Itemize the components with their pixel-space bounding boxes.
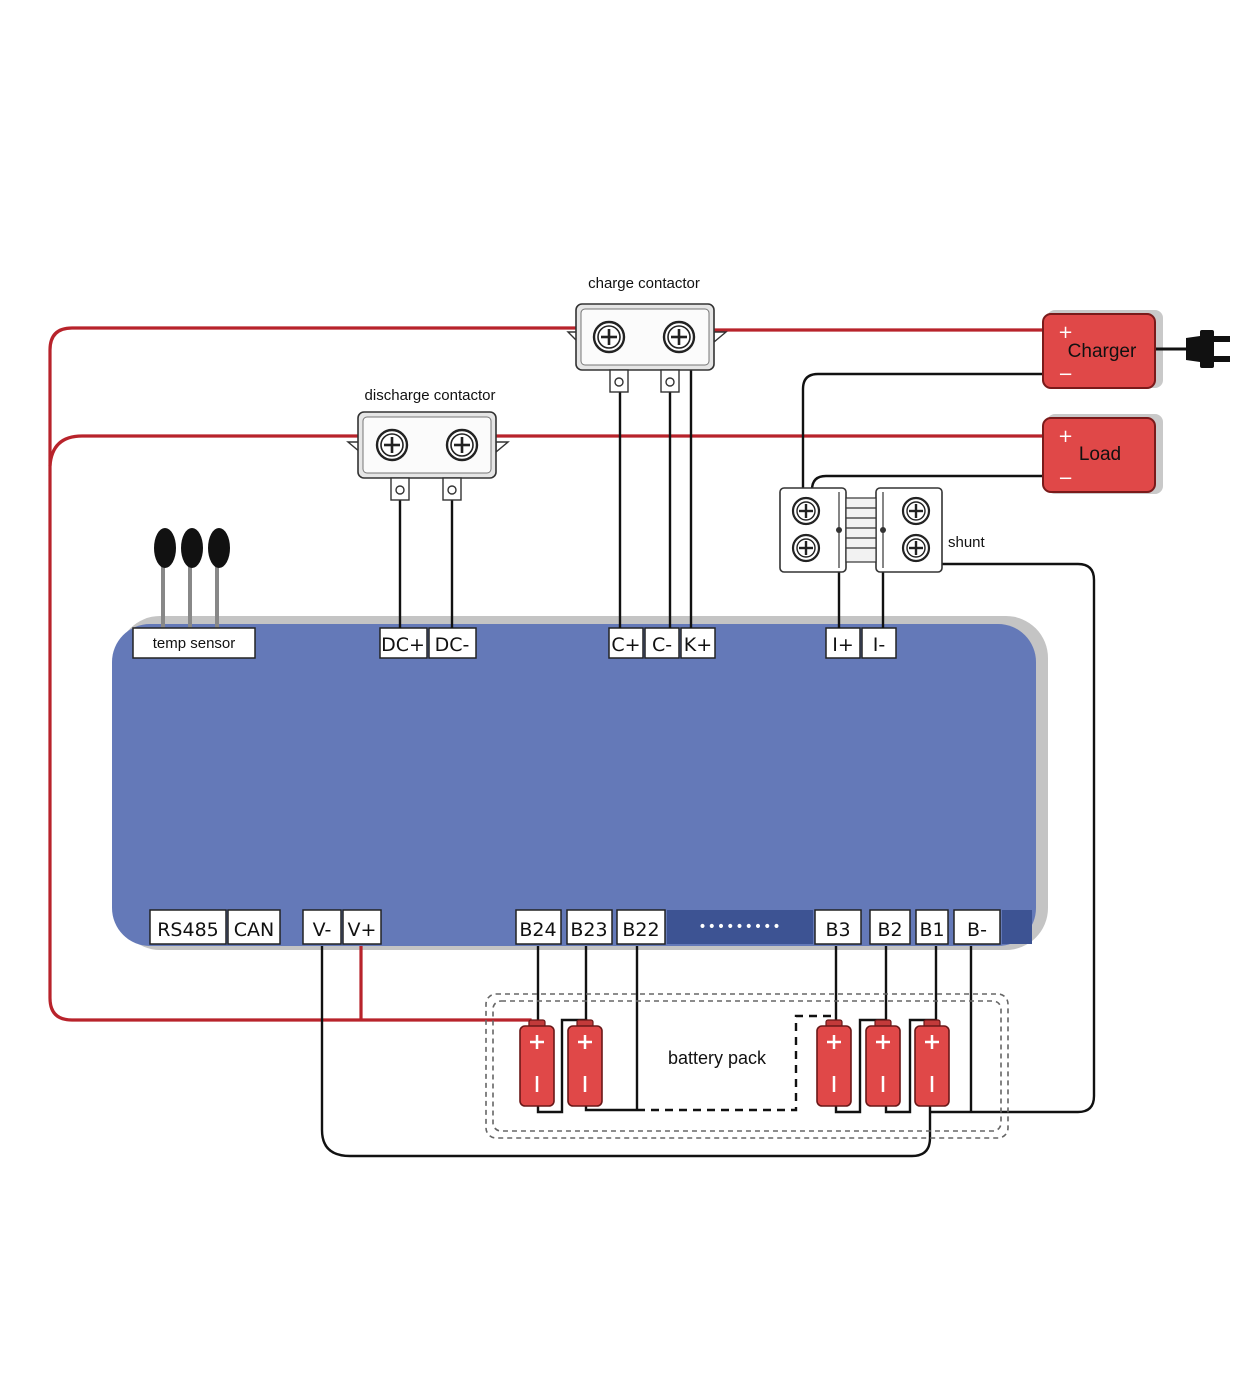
terminal-ellipsis: ••••••••• (698, 919, 781, 935)
battery-cell-icon (518, 1018, 556, 1108)
load-plus-icon: + (1058, 426, 1073, 447)
terminal-screw-icon (592, 320, 626, 354)
discharge-contactor-label: discharge contactor (365, 387, 496, 404)
terminal-b23-label: B23 (570, 919, 607, 941)
terminal-k-plus (680, 627, 716, 659)
terminal-k-plus-label: K+ (684, 634, 712, 656)
load-label: Load (1079, 444, 1121, 465)
terminal-dc-plus (379, 627, 428, 659)
discharge-contactor (346, 411, 510, 501)
battery-pack (485, 993, 1009, 1139)
shunt (779, 487, 943, 573)
terminal-i-minus-label: I- (873, 634, 885, 656)
load: + − Load (1042, 414, 1163, 494)
terminal-i-minus (861, 627, 897, 659)
wire-cell-link (884, 1018, 936, 1114)
terminal-i-plus-label: I+ (832, 634, 854, 656)
charger-body (1042, 313, 1156, 389)
terminal-screw-icon (791, 533, 821, 563)
mains-plug-icon (1156, 330, 1230, 368)
terminal-b2 (869, 909, 911, 945)
wire-cell-link (834, 1018, 886, 1114)
terminal-b1-label: B1 (919, 919, 944, 941)
wire-shunt-to-b-minus (930, 562, 1096, 1114)
battery-pack-label: battery pack (668, 1048, 767, 1068)
terminal-dc-minus-label: DC- (435, 634, 470, 656)
charger-label: Charger (1068, 341, 1137, 362)
terminal-end-strip (1002, 910, 1032, 944)
terminal-b-minus (953, 909, 1001, 945)
terminal-c-plus (608, 627, 644, 659)
terminal-screw-icon (445, 428, 479, 462)
terminal-b3 (814, 909, 862, 945)
terminal-b-minus-label: B- (967, 919, 987, 941)
battery-pack-outline-inner (492, 1000, 1002, 1132)
terminal-b1 (915, 909, 949, 945)
charge-contactor-label: charge contactor (588, 275, 700, 292)
terminal-b24 (515, 909, 562, 945)
terminal-b24-label: B24 (519, 919, 556, 941)
terminal-screw-icon (901, 533, 931, 563)
probe-icon (181, 528, 203, 568)
probe-icon (208, 528, 230, 568)
wire-charger-minus-to-shunt (801, 372, 1048, 500)
terminal-b22 (616, 909, 666, 945)
terminal-rs485 (149, 909, 227, 945)
terminal-b23 (566, 909, 613, 945)
terminal-b3-label: B3 (825, 919, 850, 941)
wire-discharge-contactor-to-bus (48, 434, 372, 467)
terminal-can (227, 909, 281, 945)
terminal-v-minus-label: V- (313, 919, 332, 941)
shunt-label: shunt (948, 534, 986, 551)
terminal-c-plus-label: C+ (611, 634, 640, 656)
terminal-screw-icon (375, 428, 409, 462)
battery-cell-icon (815, 1018, 853, 1108)
terminal-v-plus-label: V+ (348, 919, 377, 941)
terminal-ellipsis-strip (667, 910, 813, 944)
charger-minus-icon: − (1058, 364, 1073, 385)
bottom-terminals: RS485 CAN V- V+ B24 B23 B22 ••••••••• B3… (149, 909, 1032, 945)
probe-icon (154, 528, 176, 568)
terminal-c-minus (644, 627, 680, 659)
temp-sensor-probes (154, 528, 230, 630)
top-terminals: DC+ DC- C+ C- K+ I+ I- (379, 627, 897, 659)
temp-sensor-label: temp sensor (153, 635, 236, 652)
temp-sensor-terminal (132, 627, 256, 659)
board-body (112, 624, 1036, 946)
terminal-i-plus (825, 627, 861, 659)
wire-cell-link-omitted (637, 1014, 836, 1112)
load-body (1042, 417, 1156, 493)
terminal-v-minus (302, 909, 342, 945)
wire-v-minus-to-pack (320, 946, 932, 1158)
battery-pack-outline (485, 993, 1009, 1139)
charger: + − Charger (1042, 310, 1163, 389)
terminal-v-plus (342, 909, 382, 945)
load-minus-icon: − (1058, 468, 1073, 489)
charger-plus-icon: + (1058, 322, 1073, 343)
terminal-rs485-label: RS485 (157, 919, 219, 941)
terminal-c-minus-label: C- (652, 634, 672, 656)
terminal-screw-icon (791, 496, 821, 526)
terminal-b2-label: B2 (877, 919, 902, 941)
terminal-screw-icon (901, 496, 931, 526)
wire-charge-contactor-to-pack (48, 326, 590, 1030)
terminal-screw-icon (662, 320, 696, 354)
battery-cell-icon (566, 1018, 604, 1108)
battery-cell-icon (864, 1018, 902, 1108)
charge-contactor (566, 303, 728, 393)
terminal-dc-minus (428, 627, 477, 659)
battery-cell-icon (913, 1018, 951, 1108)
positive-wires (48, 326, 1048, 1030)
terminal-b22-label: B22 (622, 919, 659, 941)
bms-board (112, 616, 1048, 950)
terminal-can-label: CAN (234, 919, 274, 941)
terminal-dc-plus-label: DC+ (381, 634, 425, 656)
